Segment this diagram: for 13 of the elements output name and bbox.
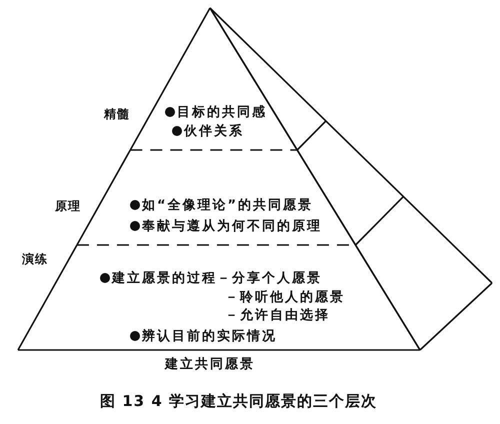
figure-caption: 图 13 4 学习建立共同愿景的三个层次 (100, 392, 377, 410)
list-item: 辨认目前的实际情况 (142, 329, 277, 344)
list-item: －聆听他人的愿景 (225, 290, 345, 305)
level-heading: 演练 (22, 252, 48, 267)
pyramid-title: 建立共同愿景 (165, 357, 255, 372)
list-item: 如“全像理论”的共同愿景 (142, 198, 314, 213)
list-item: －允许自由选择 (225, 308, 330, 323)
level-heading: 原理 (55, 199, 81, 214)
list-item: 目标的共同感 (177, 105, 267, 120)
list-item: 建立愿景的过程－分享个人愿景 (112, 271, 322, 286)
level-heading: 精髓 (104, 107, 130, 122)
list-item: 奉献与遵从为何不同的原理 (142, 219, 322, 234)
list-item: 伙伴关系 (184, 124, 244, 139)
